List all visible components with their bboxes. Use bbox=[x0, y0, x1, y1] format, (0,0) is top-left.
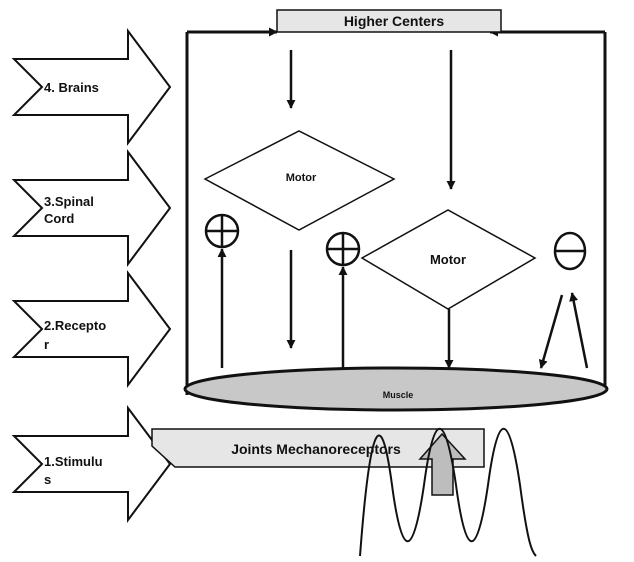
arrow-minus-to-muscle bbox=[538, 294, 564, 369]
arrow-muscle-to-minus bbox=[569, 292, 589, 369]
stage-label-receptor-1: 2.Recepto bbox=[44, 318, 106, 333]
stimulus-up-arrow bbox=[418, 432, 467, 496]
stage-label-stimulus-1: 1.Stimulu bbox=[44, 454, 103, 469]
stage-label-brains: 4. Brains bbox=[44, 80, 99, 95]
stage-arrow-spinal-cord: 3.Spinal Cord bbox=[11, 149, 172, 267]
frame bbox=[185, 27, 607, 395]
plus-circle-icon bbox=[325, 231, 361, 267]
minus-circle-icon bbox=[553, 231, 587, 271]
stage-label-stimulus-2: s bbox=[44, 472, 51, 487]
stage-arrow-stimulus: 1.Stimulu s bbox=[11, 405, 172, 523]
muscle-ellipse: Muscle bbox=[183, 366, 609, 412]
higher-centers-box: Higher Centers bbox=[276, 9, 502, 33]
higher-centers-label: Higher Centers bbox=[344, 13, 445, 29]
joints-label: Joints Mechanoreceptors bbox=[231, 441, 401, 457]
motor-right-label: Motor bbox=[430, 252, 466, 267]
stage-arrow-brains: 4. Brains bbox=[11, 28, 172, 146]
stage-label-spinal-cord-2: Cord bbox=[44, 211, 74, 226]
stage-arrow-receptor: 2.Recepto r bbox=[11, 270, 172, 388]
motor-right-diamond: Motor bbox=[360, 209, 537, 310]
wave-icon bbox=[359, 428, 537, 557]
plus-circle-icon bbox=[204, 213, 240, 249]
motor-left-label: Motor bbox=[286, 172, 317, 184]
stage-label-receptor-2: r bbox=[44, 337, 49, 352]
motor-left-diamond: Motor bbox=[203, 130, 396, 231]
joints-mechanoreceptors-box: Joints Mechanoreceptors bbox=[151, 428, 485, 468]
stage-label-spinal-cord-1: 3.Spinal bbox=[44, 194, 94, 209]
muscle-label: Muscle bbox=[383, 390, 414, 400]
